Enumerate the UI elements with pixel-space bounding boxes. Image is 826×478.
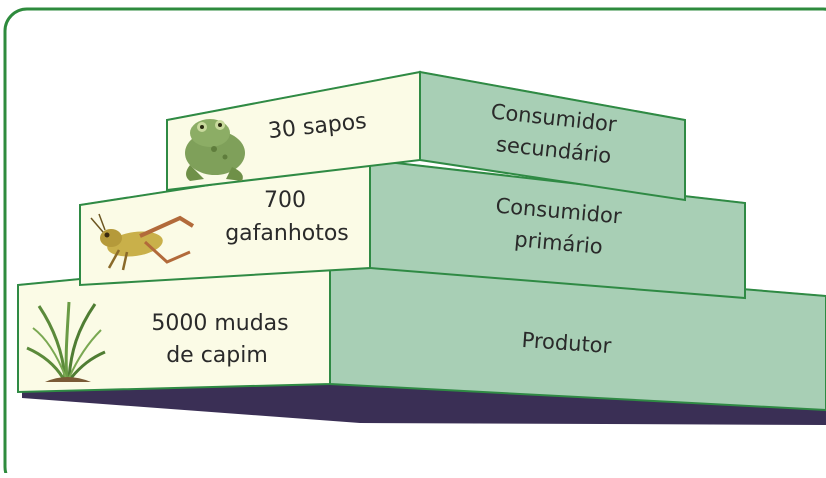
level-top: 30 sapos Consumidor secundário [166,70,686,202]
pyramid-shadow [22,384,826,425]
level-middle-left-line-2: gafanhotos [225,221,349,246]
grass-icon [26,301,106,382]
level-middle-left-line-1: 700 [264,188,306,213]
level-bottom-left-line-1: 5000 mudas [151,311,288,336]
level-bottom-left-line-2: de capim [166,343,268,368]
frog-icon [185,119,245,181]
grasshopper-icon [90,213,195,271]
